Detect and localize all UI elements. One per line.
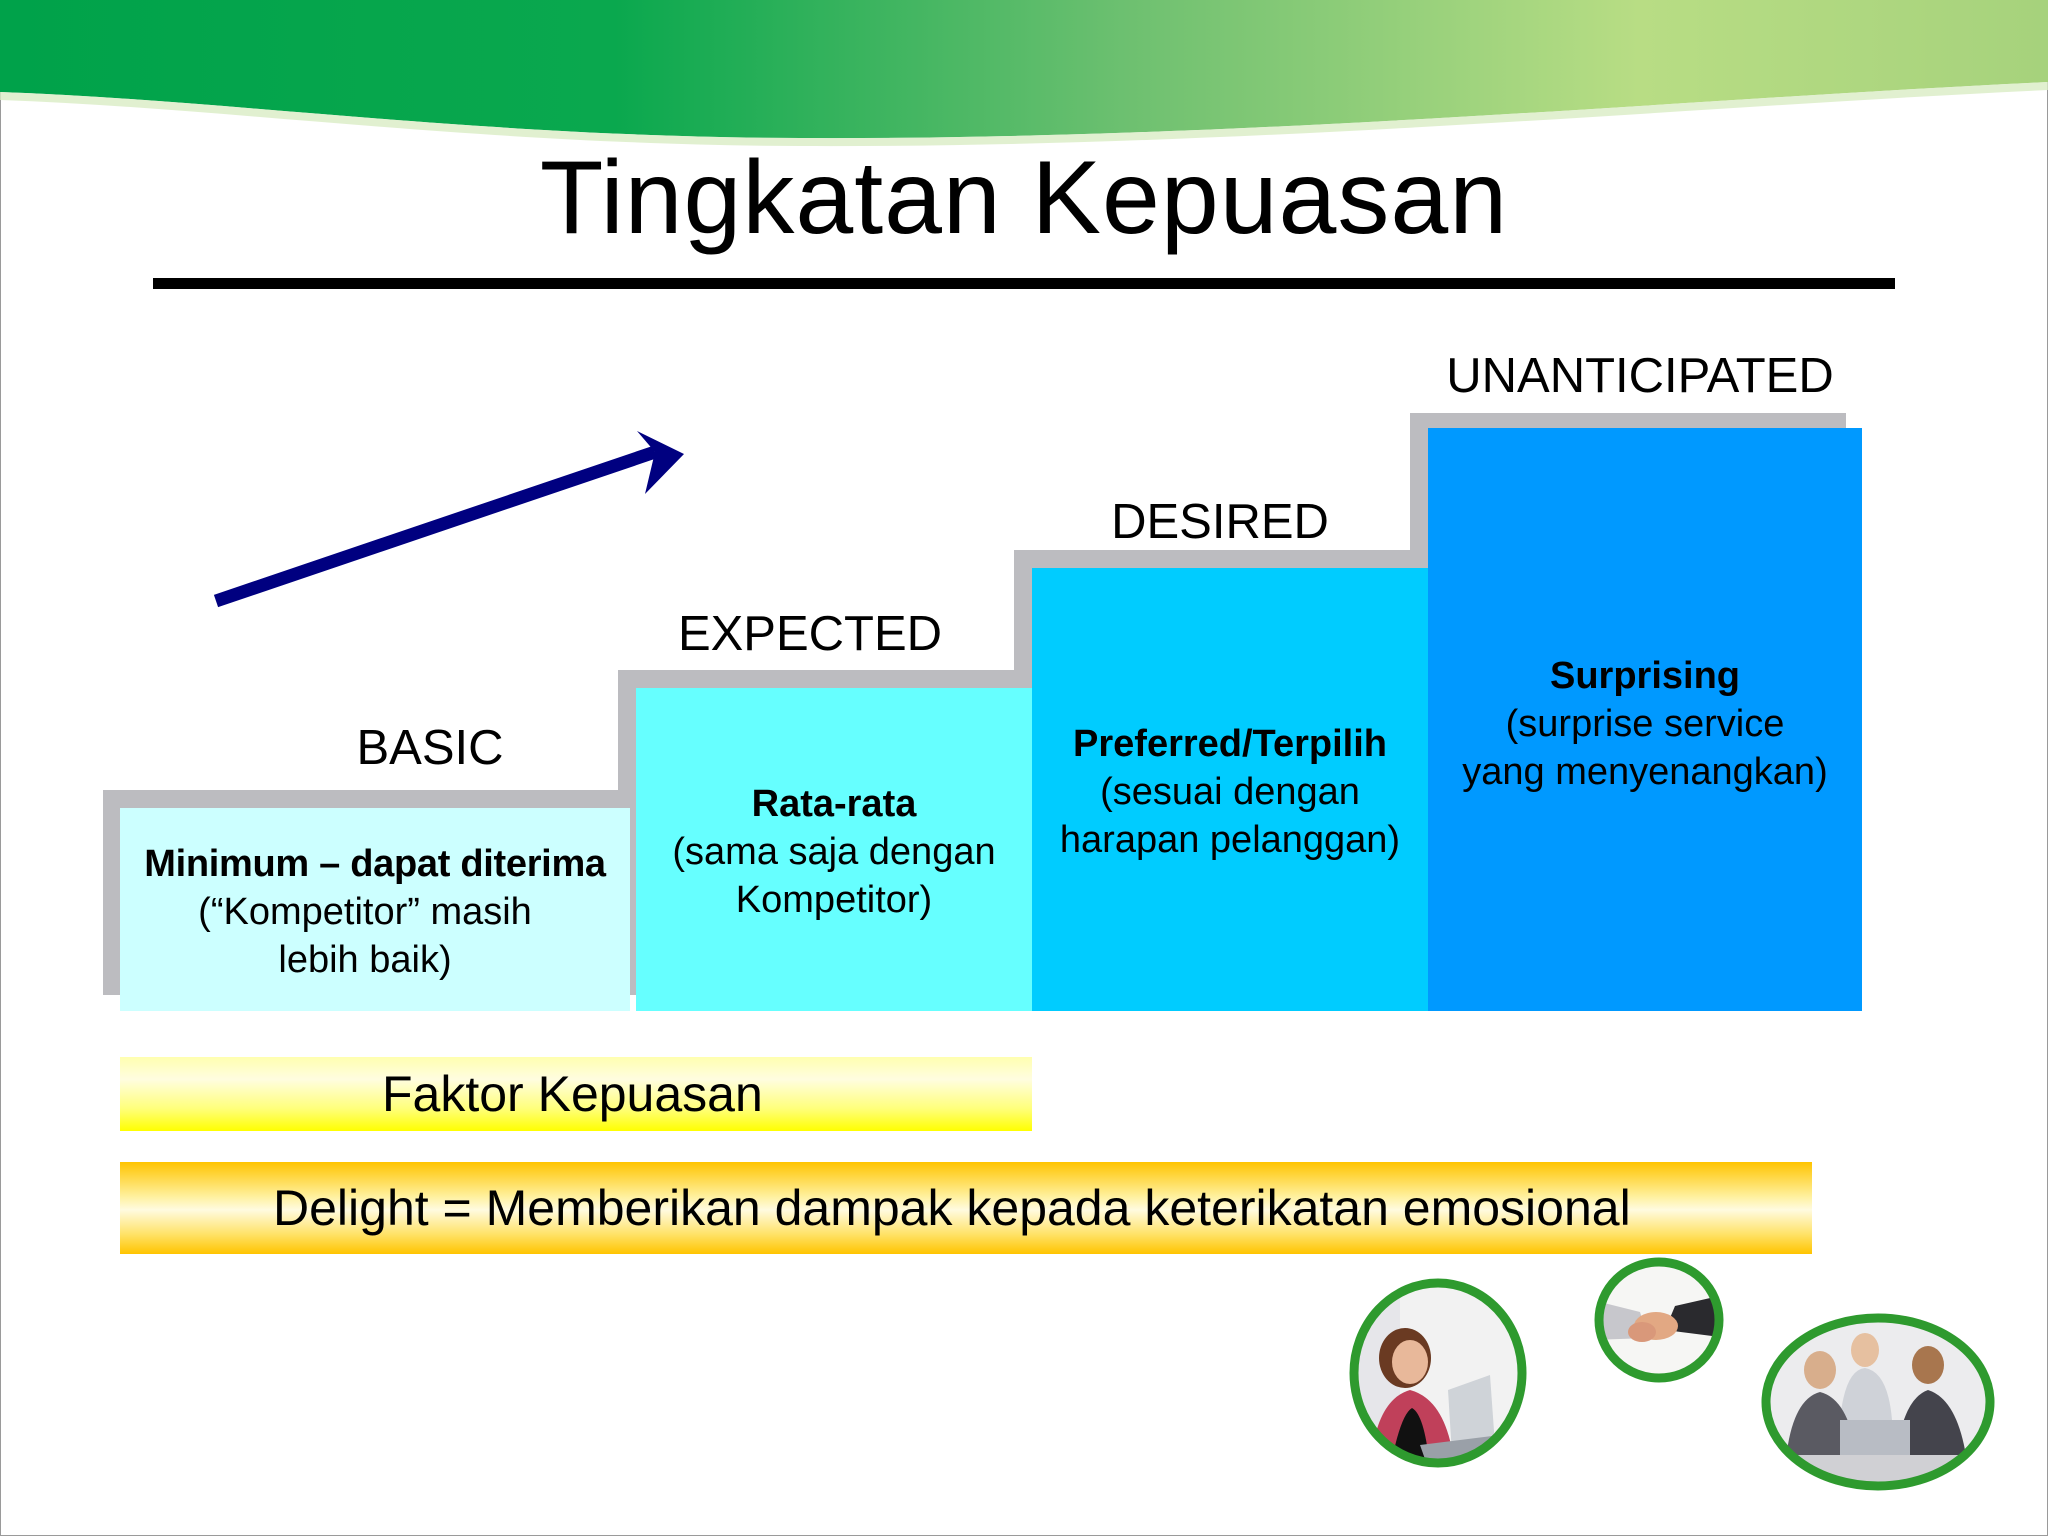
woman-laptop-photo [1349,1278,1527,1468]
business-meeting-photo [1761,1313,1995,1491]
level-label-expected: EXPECTED [677,607,943,661]
step-unanticipated-title: Surprising [1549,655,1741,697]
level-label-desired: DESIRED [1111,495,1329,549]
step-basic-desc-line2: lebih baik) [278,939,452,981]
handshake-photo [1594,1257,1724,1383]
delight-label: Delight = Memberikan dampak kepada keter… [273,1180,1631,1236]
title-underline [153,278,1895,289]
top-green-band [0,0,2048,147]
step-unanticipated-desc-line2: yang menyenangkan) [1462,751,1828,793]
step-desired-title: Preferred/Terpilih [1073,723,1387,765]
step-expected: Rata-rata (sama saja dengan Kompetitor) [636,688,1032,1011]
step-unanticipated-desc-line1: (surprise service [1505,703,1785,745]
slide-title: Tingkatan Kepuasan [539,140,1509,256]
step-expected-desc-line2: Kompetitor) [735,879,933,921]
step-basic-desc-line1: (“Kompetitor” masih [198,891,532,933]
photo-group [1349,1257,1995,1491]
faktor-kepuasan-bar: Faktor Kepuasan [120,1057,1032,1131]
faktor-kepuasan-label: Faktor Kepuasan [382,1066,763,1122]
step-unanticipated: Surprising (surprise service yang menyen… [1428,428,1862,1011]
step-basic-title: Minimum – dapat diterima [144,843,606,885]
step-basic: Minimum – dapat diterima (“Kompetitor” m… [120,808,630,1011]
delight-bar: Delight = Memberikan dampak kepada keter… [120,1162,1812,1254]
level-label-basic: BASIC [356,721,504,775]
level-label-unanticipated: UNANTICIPATED [1446,349,1834,403]
step-desired-desc-line1: (sesuai dengan [1100,771,1360,813]
trend-arrow-icon [213,431,684,608]
step-expected-desc-line1: (sama saja dengan [672,831,996,873]
step-desired: Preferred/Terpilih (sesuai dengan harapa… [1032,568,1428,1011]
step-desired-desc-line2: harapan pelanggan) [1059,819,1401,861]
step-expected-title: Rata-rata [751,783,917,825]
